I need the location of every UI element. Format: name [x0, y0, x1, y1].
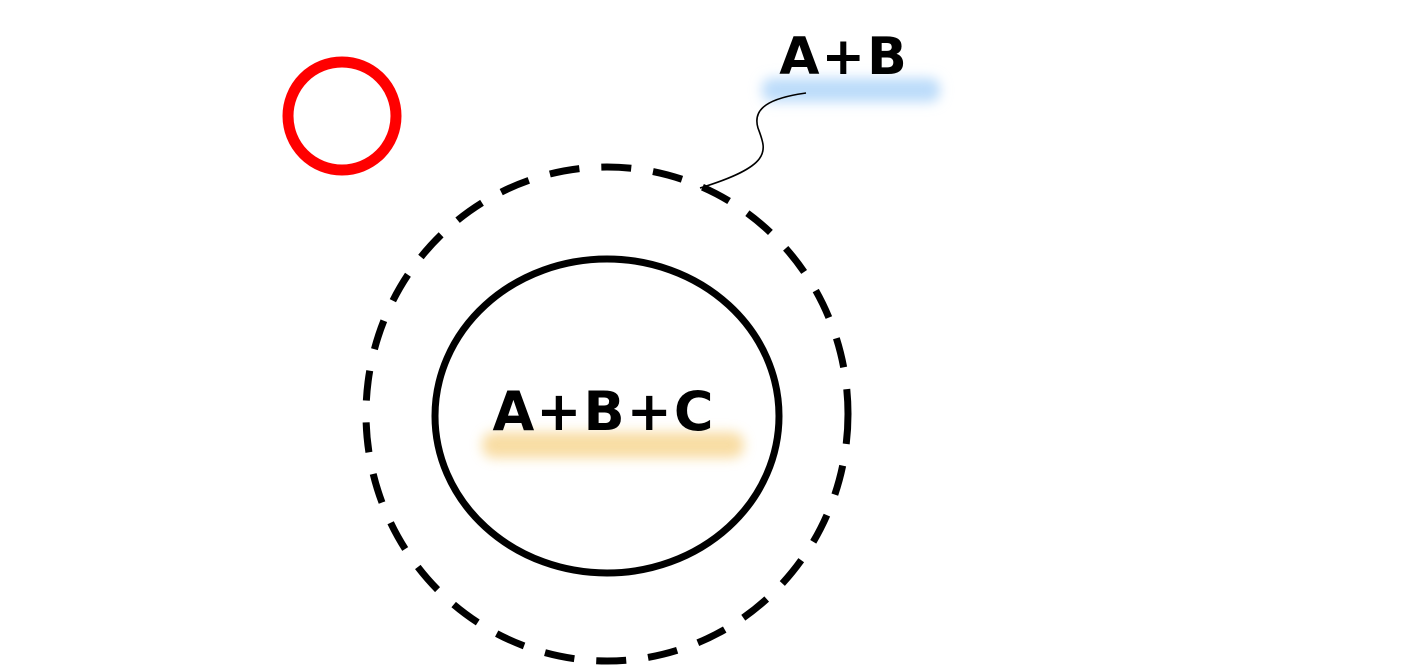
outer-label: A+B	[779, 27, 908, 87]
outer-dashed-circle	[362, 163, 852, 665]
inner-label-highlight	[482, 432, 744, 458]
leader-line	[699, 92, 807, 189]
red-circle	[282, 56, 402, 176]
inner-circle	[431, 255, 783, 577]
outer-label-highlight	[762, 78, 940, 102]
inner-label: A+B+C	[492, 380, 715, 443]
